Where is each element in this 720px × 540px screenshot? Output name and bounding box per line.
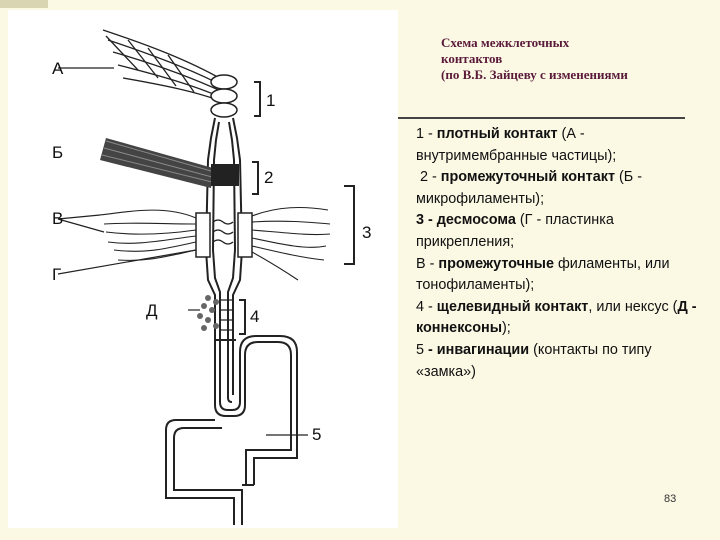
bracket-1 [254,81,261,117]
legend-item-4: В - промежуточные филаменты, или тонофил… [416,255,670,294]
gap-junction [220,299,232,331]
label-a: А [52,59,64,78]
legend-item-6: 5 - инвагинации (контакты по типу «замка… [416,341,652,380]
diagram-panel: А Б В Г Д 1 2 3 4 5 [8,10,398,528]
invagination [165,335,298,525]
label-4: 4 [250,307,259,326]
corner-accent [0,0,48,8]
tight-junction-beads [210,74,238,118]
label-d: Д [146,301,158,320]
label-g: Г [52,265,61,284]
tight-junction-strands [102,29,224,103]
desmosome [195,212,253,258]
title-line-3: (по В.Б. Зайцеву с изменениями [441,67,628,82]
label-1: 1 [266,91,275,110]
title-line-1: Схема межклеточных [441,35,570,50]
bracket-3 [344,185,355,265]
tonofilaments [99,207,331,281]
legend-item-3: 3 - десмосома (Г - пластинка прикреплени… [416,212,614,250]
title-divider [398,117,685,119]
label-3: 3 [362,223,371,242]
label-2: 2 [264,168,273,187]
label-v: В [52,209,63,228]
bracket-2 [252,161,259,195]
label-g-pointer [57,249,197,275]
label-b: Б [52,143,63,162]
label-5: 5 [312,425,321,444]
microfilament-bundle [100,138,239,188]
page-number: 83 [664,493,677,505]
label-v-pointer [57,214,101,220]
legend-item-5: 4 - щелевидный контакт, или нексус (Д - … [416,298,697,337]
intercellular-contacts-diagram: А Б В Г Д 1 2 3 4 5 [52,29,371,525]
title-line-2: контактов [441,51,503,66]
legend-item-2: 2 - промежуточный контакт (Б - микрофила… [416,169,643,207]
legend-list: 1 - плотный контакт (А - внутримембранны… [416,124,706,383]
cell-membranes [204,117,244,341]
legend-item-1: 1 - плотный контакт (А - внутримембранны… [416,126,617,164]
slide-title: Схема межклеточных контактов (по В.Б. За… [441,35,701,83]
bracket-4 [239,299,246,335]
connexons [197,295,219,331]
